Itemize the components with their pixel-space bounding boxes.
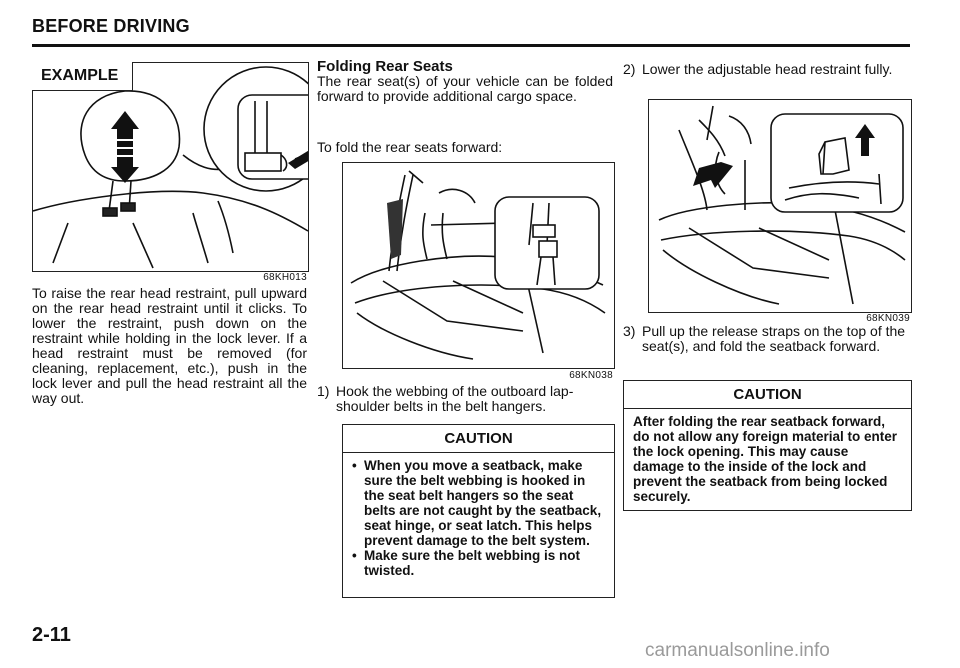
figure-code-68kh013: 68KH013 (263, 272, 307, 283)
example-tag-box: EXAMPLE (32, 62, 133, 91)
caution-title-belt: CAUTION (343, 425, 614, 453)
caution-bullet-2-text: Make sure the belt webbing is not twiste… (364, 548, 581, 578)
step-1: 1) Hook the webbing of the outboard lap-… (317, 384, 613, 416)
step-2-text: Lower the adjustable head restraint full… (642, 61, 893, 77)
step-2: 2) Lower the adjustable head restraint f… (623, 62, 910, 94)
head-restraint-illustration (33, 66, 308, 269)
step-1-number: 1) (317, 383, 330, 399)
step-3-number: 3) (623, 323, 636, 339)
belt-hanger-figure (342, 162, 615, 369)
figure-code-68kn038: 68KN038 (569, 370, 613, 381)
step-2-number: 2) (623, 61, 636, 77)
page-number: 2-11 (32, 624, 71, 646)
caution-bullet-1-text: When you move a seatback, make sure the … (364, 458, 602, 548)
caution-box-belt: CAUTION • When you move a seatback, make… (342, 424, 615, 598)
folding-rear-seats-heading: Folding Rear Seats (317, 58, 453, 75)
step-3: 3) Pull up the release straps on the top… (623, 324, 910, 372)
lower-head-restraint-figure (648, 99, 912, 313)
caution-bullet-2: • Make sure the belt webbing is not twis… (352, 548, 605, 578)
head-restraint-lowered-illustration (658, 105, 906, 305)
caution-box-lock: CAUTION After folding the rear seatback … (623, 380, 912, 511)
caution-bullet-1: • When you move a seatback, make sure th… (352, 458, 605, 548)
folding-lead: To fold the rear seats forward: (317, 139, 503, 155)
rear-seat-belt-hanger-illustration (350, 170, 606, 360)
head-restraint-instructions: To raise the rear head restraint, pull u… (32, 285, 307, 406)
head-restraint-figure (32, 62, 309, 272)
bullet-dot-icon: • (352, 548, 357, 563)
step-3-text: Pull up the release straps on the top of… (642, 323, 906, 354)
caution-title-lock: CAUTION (624, 381, 911, 409)
section-title: BEFORE DRIVING (32, 16, 190, 36)
bullet-dot-icon: • (352, 458, 357, 473)
caution-text-lock: After folding the rear seatback forward,… (633, 414, 898, 504)
step-1-text: Hook the webbing of the outboard lap-sho… (336, 383, 574, 414)
example-tag: EXAMPLE (41, 67, 119, 84)
header-rule (32, 44, 910, 47)
figure-code-68kn039: 68KN039 (866, 313, 910, 324)
watermark-text: carmanualsonline.info (645, 640, 830, 661)
folding-intro: The rear seat(s) of your vehicle can be … (317, 73, 613, 104)
